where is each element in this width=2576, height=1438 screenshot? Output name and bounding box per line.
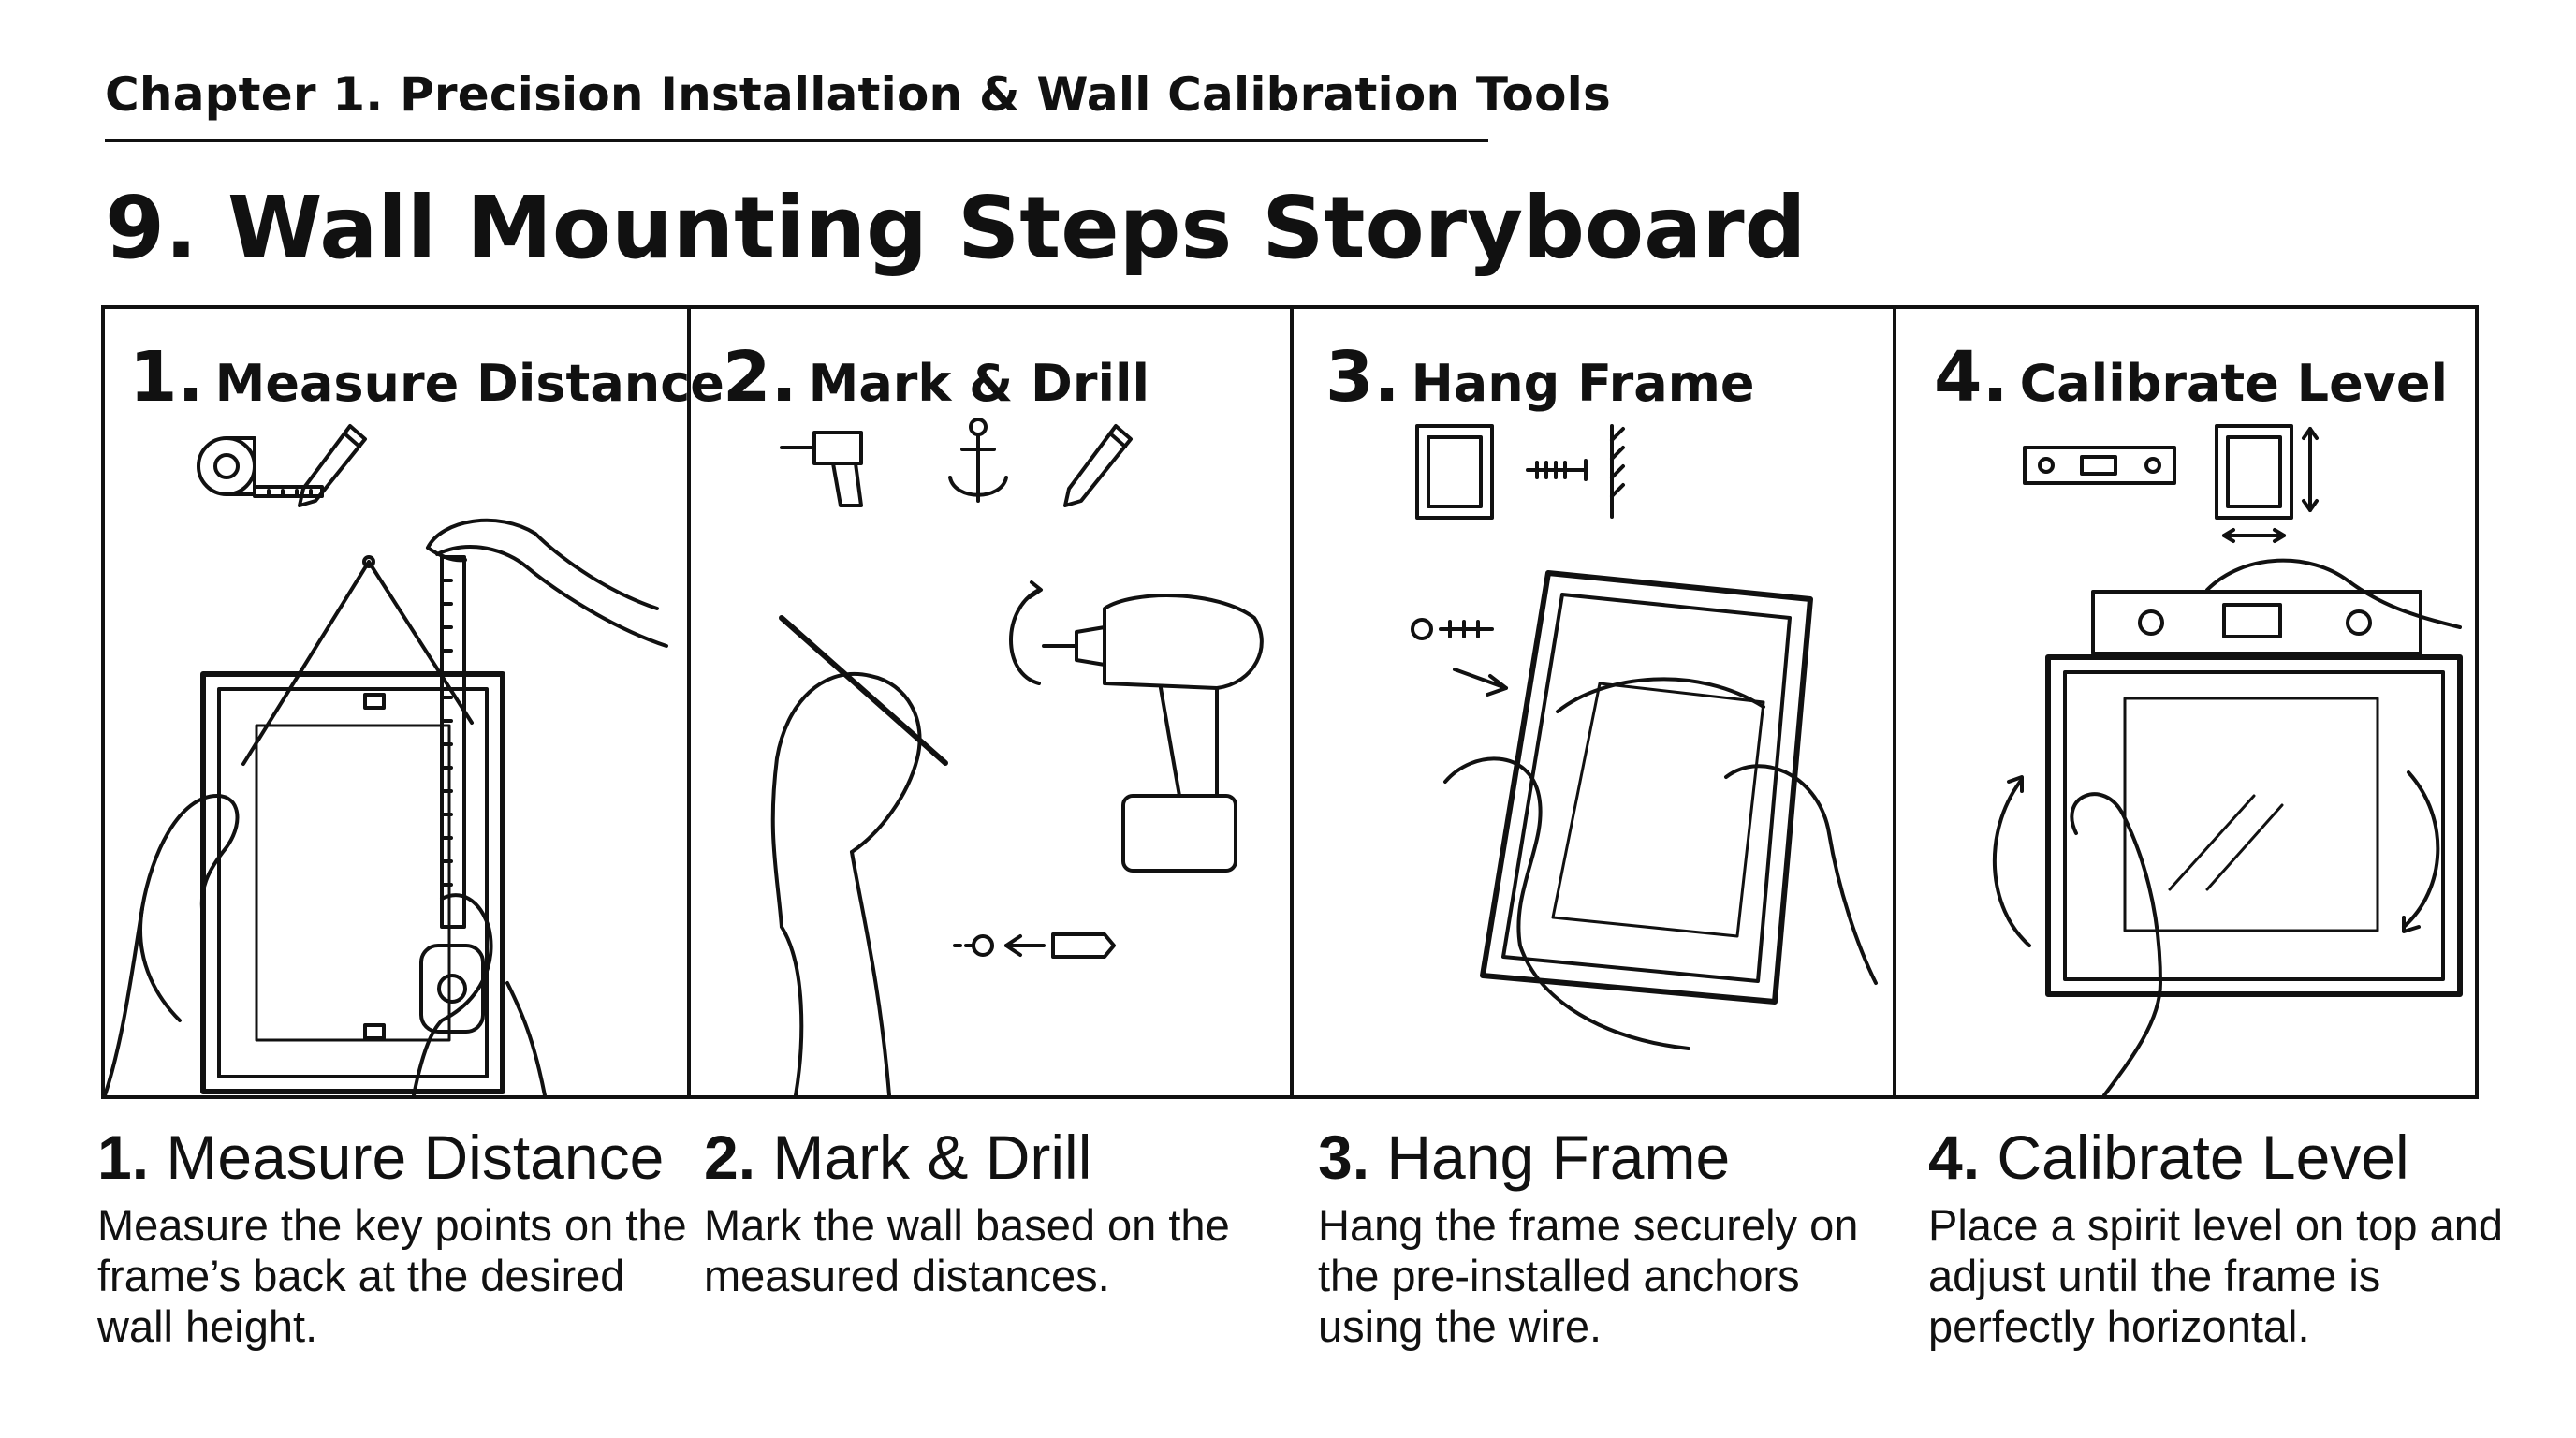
panel-1-illustration (105, 309, 685, 1095)
tape-case (421, 946, 483, 1032)
step-caption-1: 1. Measure Distance Measure the key poin… (97, 1122, 696, 1352)
step-caption-title: 4. Calibrate Level (1928, 1122, 2527, 1193)
frame-icon (1417, 426, 1492, 518)
panel-number: 2. (723, 337, 798, 418)
hanging-wire (243, 557, 472, 764)
frame-back-drawing (203, 674, 503, 1092)
step-caption-3: 3. Hang Frame Hang the frame securely on… (1318, 1122, 1917, 1352)
hands (2071, 561, 2460, 1095)
panel-number: 3. (1325, 337, 1400, 418)
chapter-heading: Chapter 1. Precision Installation & Wall… (105, 67, 1611, 122)
step-caption-title: 1. Measure Distance (97, 1122, 696, 1193)
double-arrow-icon (2224, 429, 2317, 541)
step-number: 3. (1318, 1123, 1370, 1192)
panel-title-level: 4.Calibrate Level (1934, 337, 2448, 418)
leveled-frame (2048, 657, 2460, 994)
step-caption-4: 4. Calibrate Level Place a spirit level … (1928, 1122, 2527, 1352)
hands (1445, 758, 1876, 1049)
panel-divider (687, 305, 691, 1099)
step-description: Mark the wall based on the measured dist… (704, 1200, 1230, 1300)
step-caption-title: 2. Mark & Drill (704, 1122, 1303, 1193)
adjust-arrows (1995, 772, 2437, 946)
step-number: 1. (97, 1123, 150, 1192)
wall-plug (955, 934, 1114, 957)
hand-with-pencil (773, 618, 945, 1095)
step-title: Mark & Drill (772, 1123, 1092, 1192)
panel-4-illustration (1898, 309, 2477, 1095)
step-description: Place a spirit level on top and adjust u… (1928, 1200, 2503, 1351)
panel-title-hang: 3.Hang Frame (1325, 337, 1755, 418)
spirit-level-icon (2025, 448, 2174, 483)
step-title: Measure Distance (166, 1123, 665, 1192)
anchor-icon (950, 419, 1006, 501)
pencil-icon (300, 426, 365, 506)
pencil-icon (1065, 426, 1131, 506)
step-title: Hang Frame (1386, 1123, 1731, 1192)
panel-2-illustration (693, 309, 1288, 1095)
page-title: 9. Wall Mounting Steps Storyboard (105, 178, 1807, 278)
panel-3-illustration (1295, 309, 1891, 1095)
step-number: 2. (704, 1123, 756, 1192)
panel-divider (1893, 305, 1896, 1099)
screw-icon (1528, 461, 1586, 479)
hand-left (105, 796, 237, 1095)
step-description: Hang the frame securely on the pre-insta… (1318, 1200, 1859, 1351)
panel-label: Calibrate Level (2019, 354, 2449, 413)
power-drill (1044, 595, 1262, 871)
hand-upper (428, 521, 666, 646)
direction-arrow (1455, 669, 1506, 695)
step-description: Measure the key points on the frame’s ba… (97, 1200, 687, 1351)
panel-label: Mark & Drill (808, 354, 1150, 413)
step-caption-2: 2. Mark & Drill Mark the wall based on t… (704, 1122, 1303, 1301)
tape-blade (442, 557, 464, 927)
tilted-frame (1483, 573, 1810, 1002)
step-title: Calibrate Level (1997, 1123, 2409, 1192)
panel-label: Hang Frame (1411, 354, 1755, 413)
panel-title-measure: 1.Measure Distance (129, 337, 724, 418)
spirit-level-tool (2093, 592, 2421, 653)
panel-number: 4. (1934, 337, 2009, 418)
panel-divider (1290, 305, 1294, 1099)
wall-icon (1612, 426, 1623, 517)
hand-right (414, 895, 545, 1095)
panel-title-drill: 2.Mark & Drill (723, 337, 1149, 418)
chapter-underline (105, 139, 1488, 142)
rotation-arrow (1011, 582, 1041, 683)
panel-label: Measure Distance (214, 354, 724, 413)
step-caption-title: 3. Hang Frame (1318, 1122, 1917, 1193)
frame-icon (2217, 426, 2291, 518)
panel-number: 1. (129, 337, 204, 418)
step-number: 4. (1928, 1123, 1981, 1192)
wall-anchor-screw (1412, 620, 1492, 638)
drill-icon (782, 433, 861, 506)
